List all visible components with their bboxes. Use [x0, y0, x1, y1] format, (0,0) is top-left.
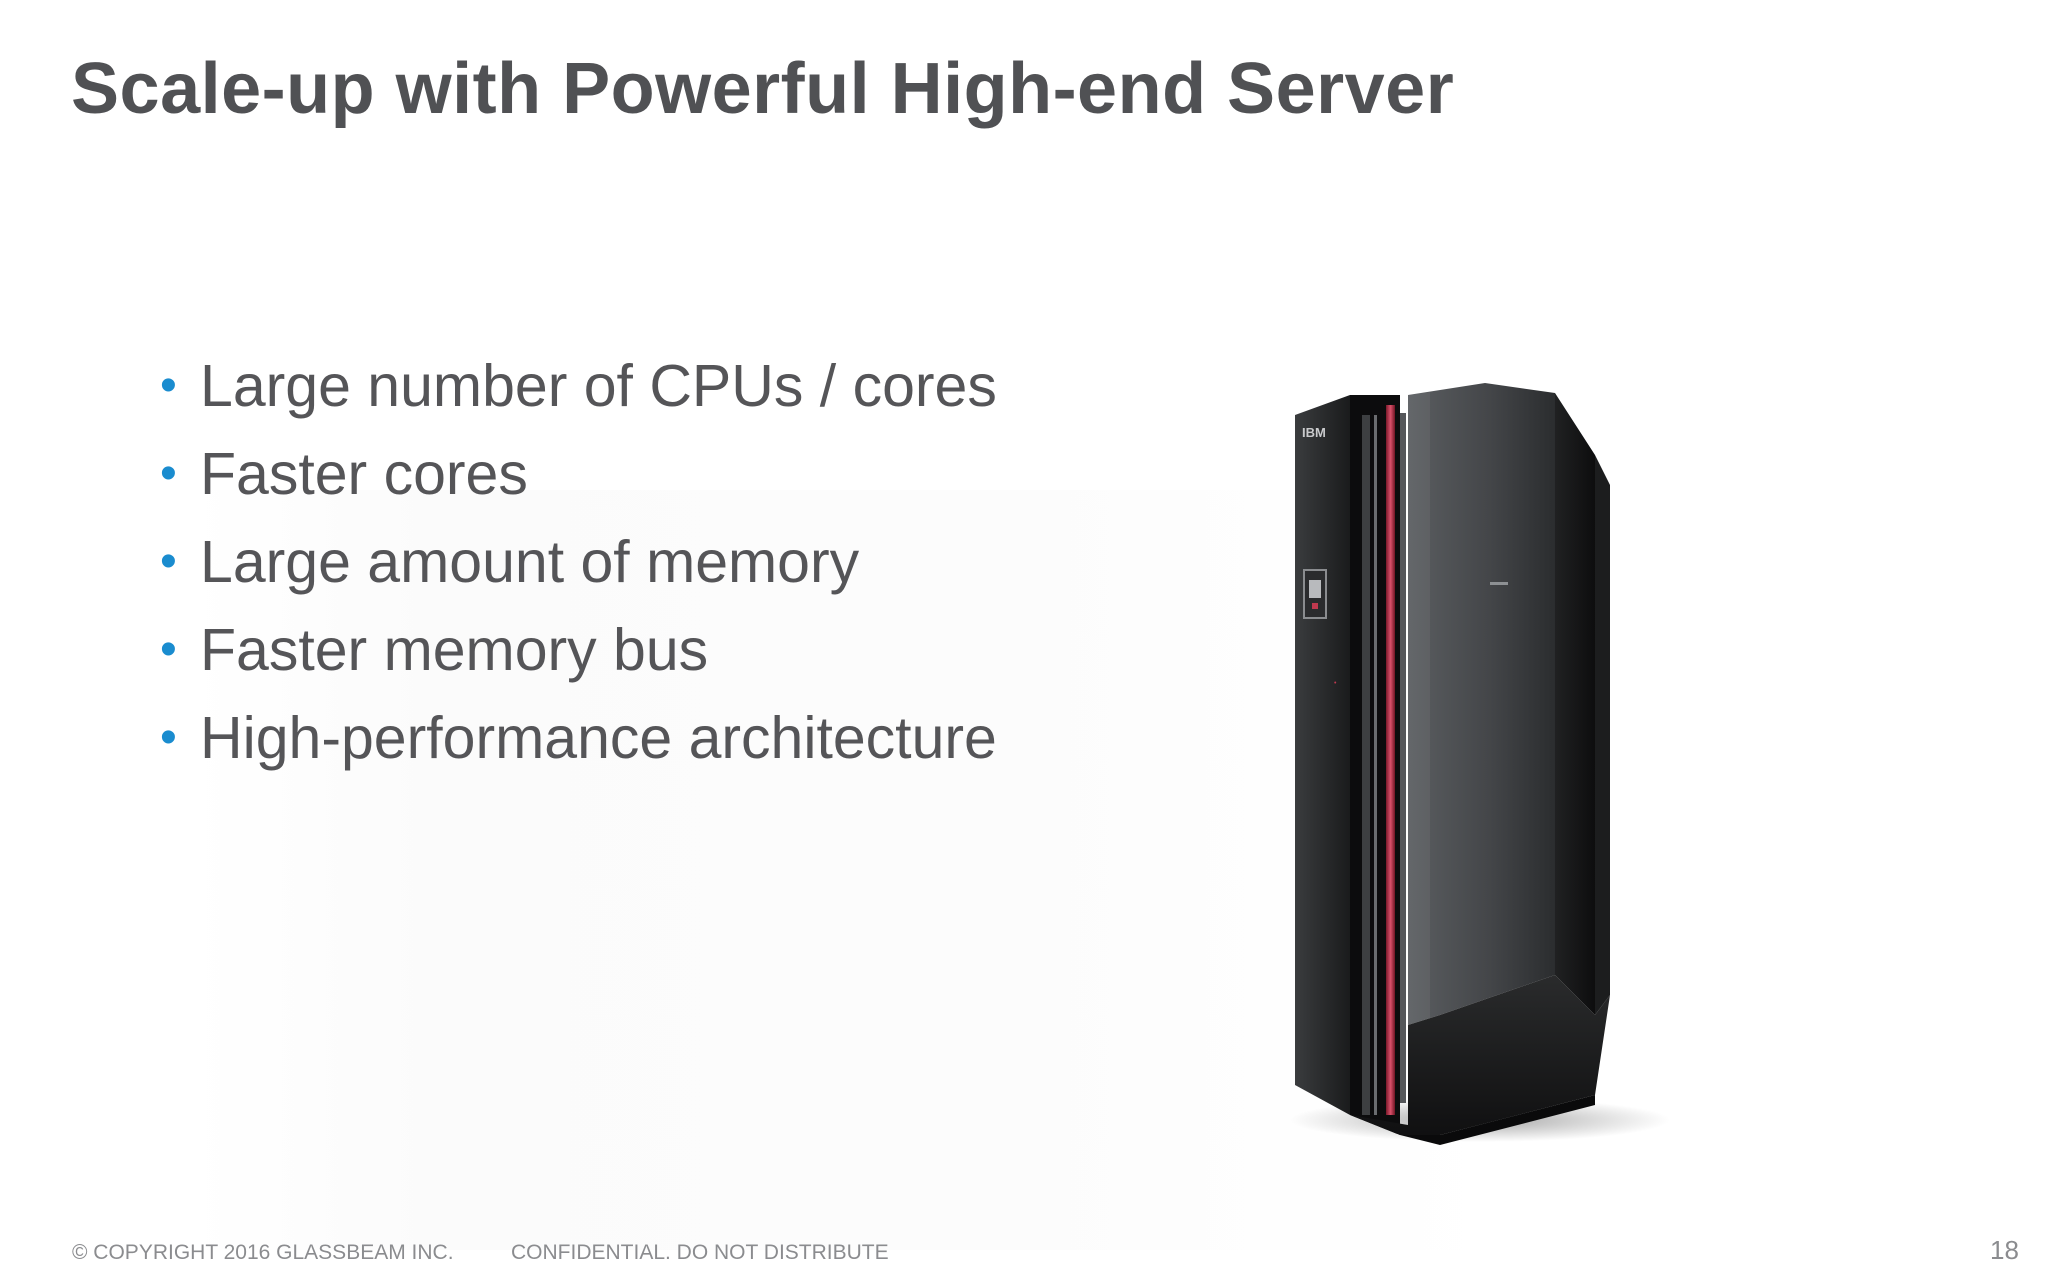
bullet-text: Faster memory bus	[200, 617, 709, 683]
bullet-text: Faster cores	[200, 441, 528, 507]
front-door-panel	[1408, 383, 1555, 1025]
brand-mark: •	[1334, 680, 1337, 687]
page-number: 18	[1990, 1235, 2019, 1265]
bullet-text: Large number of CPUs / cores	[200, 353, 997, 419]
bullet-dot-icon: •	[160, 447, 177, 500]
control-panel-light	[1312, 603, 1318, 609]
footer-copyright: © COPYRIGHT 2016 GLASSBEAM INC.	[72, 1241, 454, 1264]
slide-title: Scale-up with Powerful High-end Server	[71, 49, 1455, 129]
control-panel-screen	[1309, 580, 1321, 598]
panel-highlight	[1408, 392, 1430, 1025]
frame-highlight	[1374, 415, 1377, 1115]
bullet-list: • Large number of CPUs / cores • Faster co…	[160, 342, 997, 782]
right-side-face	[1555, 393, 1595, 1015]
footer-confidential: CONFIDENTIAL. DO NOT DISTRIBUTE	[511, 1241, 889, 1264]
bullet-dot-icon: •	[160, 535, 177, 588]
bullet-dot-icon: •	[160, 359, 177, 412]
red-accent-strip	[1386, 405, 1395, 1115]
bullet-item: • Faster cores	[160, 430, 997, 518]
bullet-dot-icon: •	[160, 623, 177, 676]
left-cabinet-face	[1295, 395, 1350, 1115]
photo-backdrop	[190, 490, 1510, 1250]
bullet-text: High-performance architecture	[200, 705, 997, 771]
bullet-dot-icon: •	[160, 711, 177, 764]
cabinet-base	[1350, 975, 1610, 1135]
ibm-badge: IBM	[1302, 425, 1326, 440]
frame-rail	[1400, 413, 1406, 1103]
right-edge	[1595, 455, 1610, 1015]
bullet-item: • High-performance architecture	[160, 694, 997, 782]
bullet-item: • Faster memory bus	[160, 606, 997, 694]
server-rack-icon: IBM •	[1290, 383, 1670, 1145]
bullet-text: Large amount of memory	[200, 529, 860, 595]
bullet-item: • Large number of CPUs / cores	[160, 342, 997, 430]
door-handle	[1490, 582, 1508, 585]
bullet-item: • Large amount of memory	[160, 518, 997, 606]
frame-stripe	[1362, 415, 1370, 1115]
